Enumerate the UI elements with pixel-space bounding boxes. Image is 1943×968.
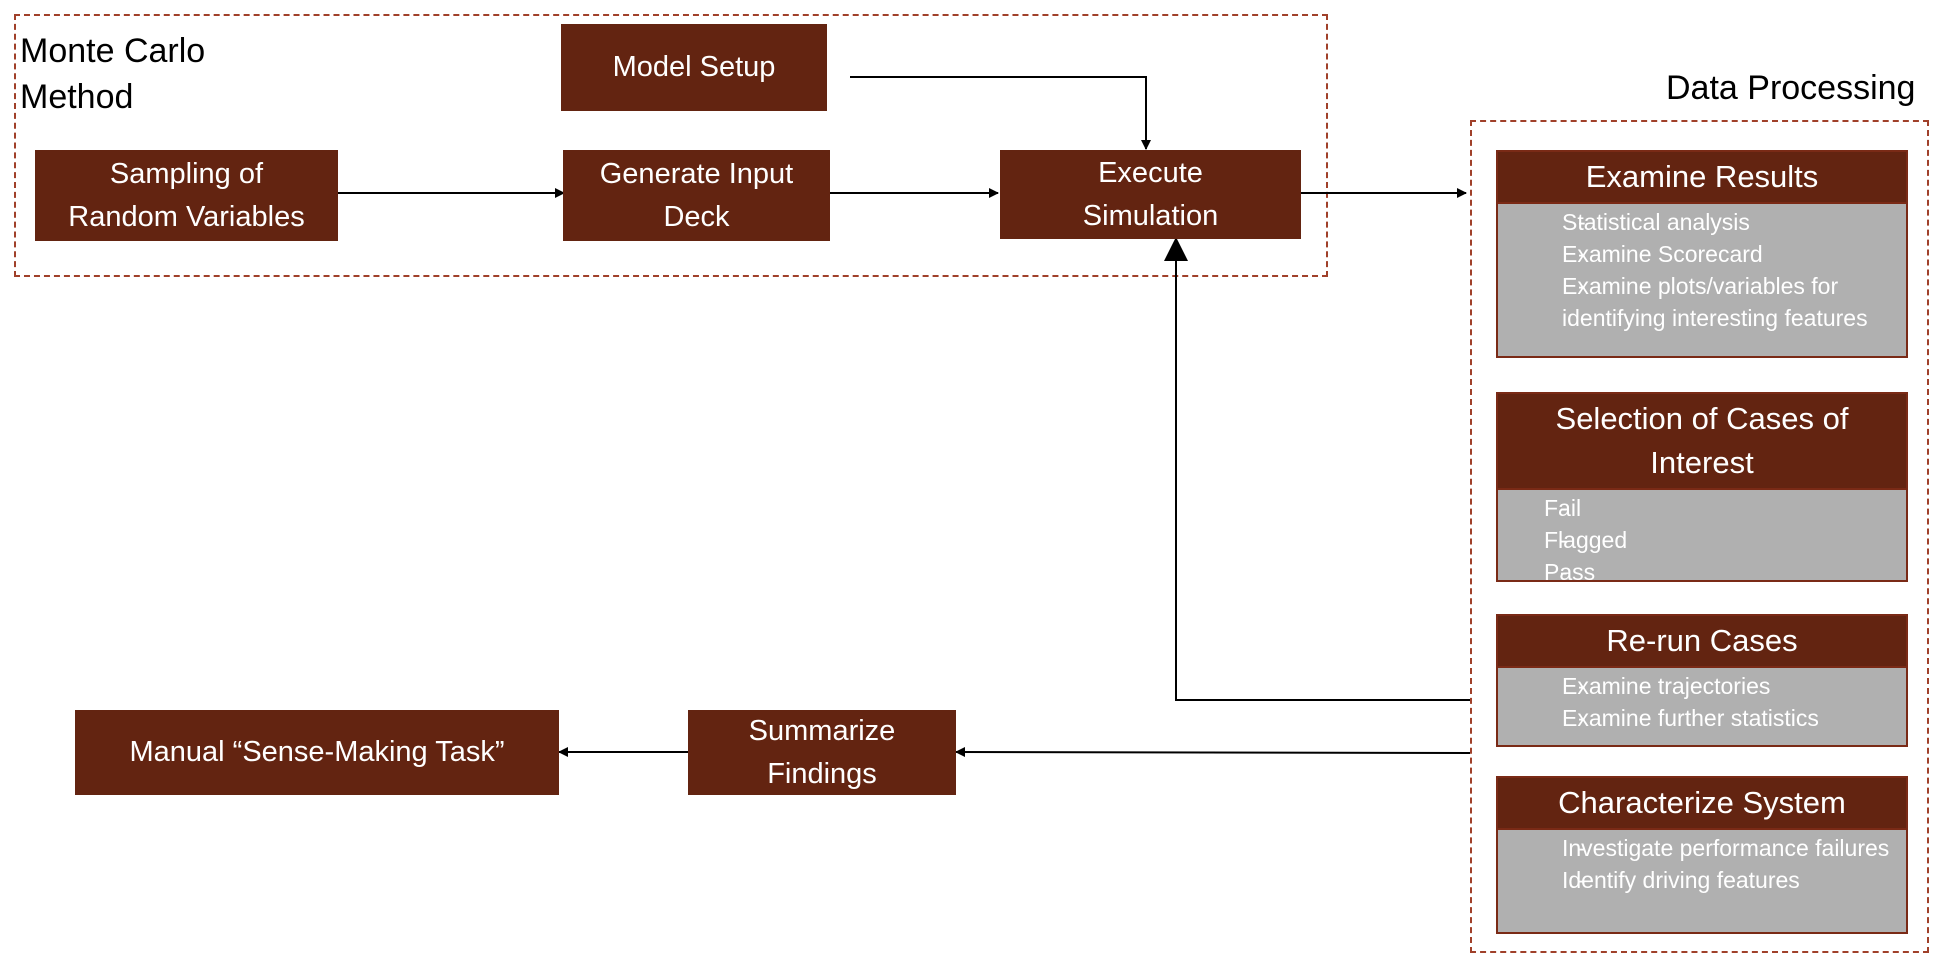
model-setup-box: Model Setup	[561, 24, 827, 111]
generate-input-deck-box: Generate Input Deck	[563, 150, 830, 241]
monte-carlo-label: Monte Carlo Method	[20, 32, 206, 116]
panel-rerun-cases: Re-run Cases Examine trajectories Examin…	[1496, 614, 1908, 747]
summarize-findings-box: Summarize Findings	[688, 710, 956, 795]
panel-title: Characterize System	[1498, 778, 1906, 830]
panel-item: Examine trajectories	[1562, 670, 1898, 702]
panel-item: Examine plots/variables for identifying …	[1562, 270, 1898, 334]
panel-examine-results: Examine Results Statistical analysis Exa…	[1496, 150, 1908, 358]
panel-item-list: Statistical analysis Examine Scorecard E…	[1498, 204, 1906, 334]
panel-item: Investigate performance failures	[1562, 832, 1898, 864]
panel-item: Fail	[1544, 492, 1898, 524]
panel-item-list: Investigate performance failures Identif…	[1498, 830, 1906, 896]
panel-item-list: Fail Flagged Pass	[1498, 490, 1906, 588]
panel-selection-of-cases: Selection of Cases of Interest Fail Flag…	[1496, 392, 1908, 588]
panel-item: Flagged	[1544, 524, 1898, 556]
data-processing-group	[1470, 120, 1929, 953]
arrow-model-setup-to-execute	[850, 76, 1151, 150]
execute-simulation-box: Execute Simulation	[1000, 150, 1301, 239]
sense-making-task-box: Manual “Sense-Making Task”	[75, 710, 559, 795]
sampling-random-variables-box: Sampling of Random Variables	[35, 150, 338, 241]
panel-item: Examine Scorecard	[1562, 238, 1898, 270]
data-processing-label: Data Processing	[1666, 69, 1916, 107]
panel-title: Re-run Cases	[1498, 616, 1906, 668]
panel-item-list: Examine trajectories Examine further sta…	[1498, 668, 1906, 734]
panel-item: Examine further statistics	[1562, 702, 1898, 734]
panel-title: Selection of Cases of Interest	[1498, 394, 1906, 490]
panel-title: Examine Results	[1498, 152, 1906, 204]
arrow-data-processing-to-summarize	[955, 747, 1471, 758]
monte-carlo-group	[14, 14, 1328, 277]
panel-characterize-system: Characterize System Investigate performa…	[1496, 776, 1908, 934]
panel-item: Statistical analysis	[1562, 206, 1898, 238]
panel-item: Identify driving features	[1562, 864, 1898, 896]
arrow-rerun-feedback-to-execute	[1164, 237, 1470, 701]
panel-item: Pass	[1544, 556, 1898, 588]
